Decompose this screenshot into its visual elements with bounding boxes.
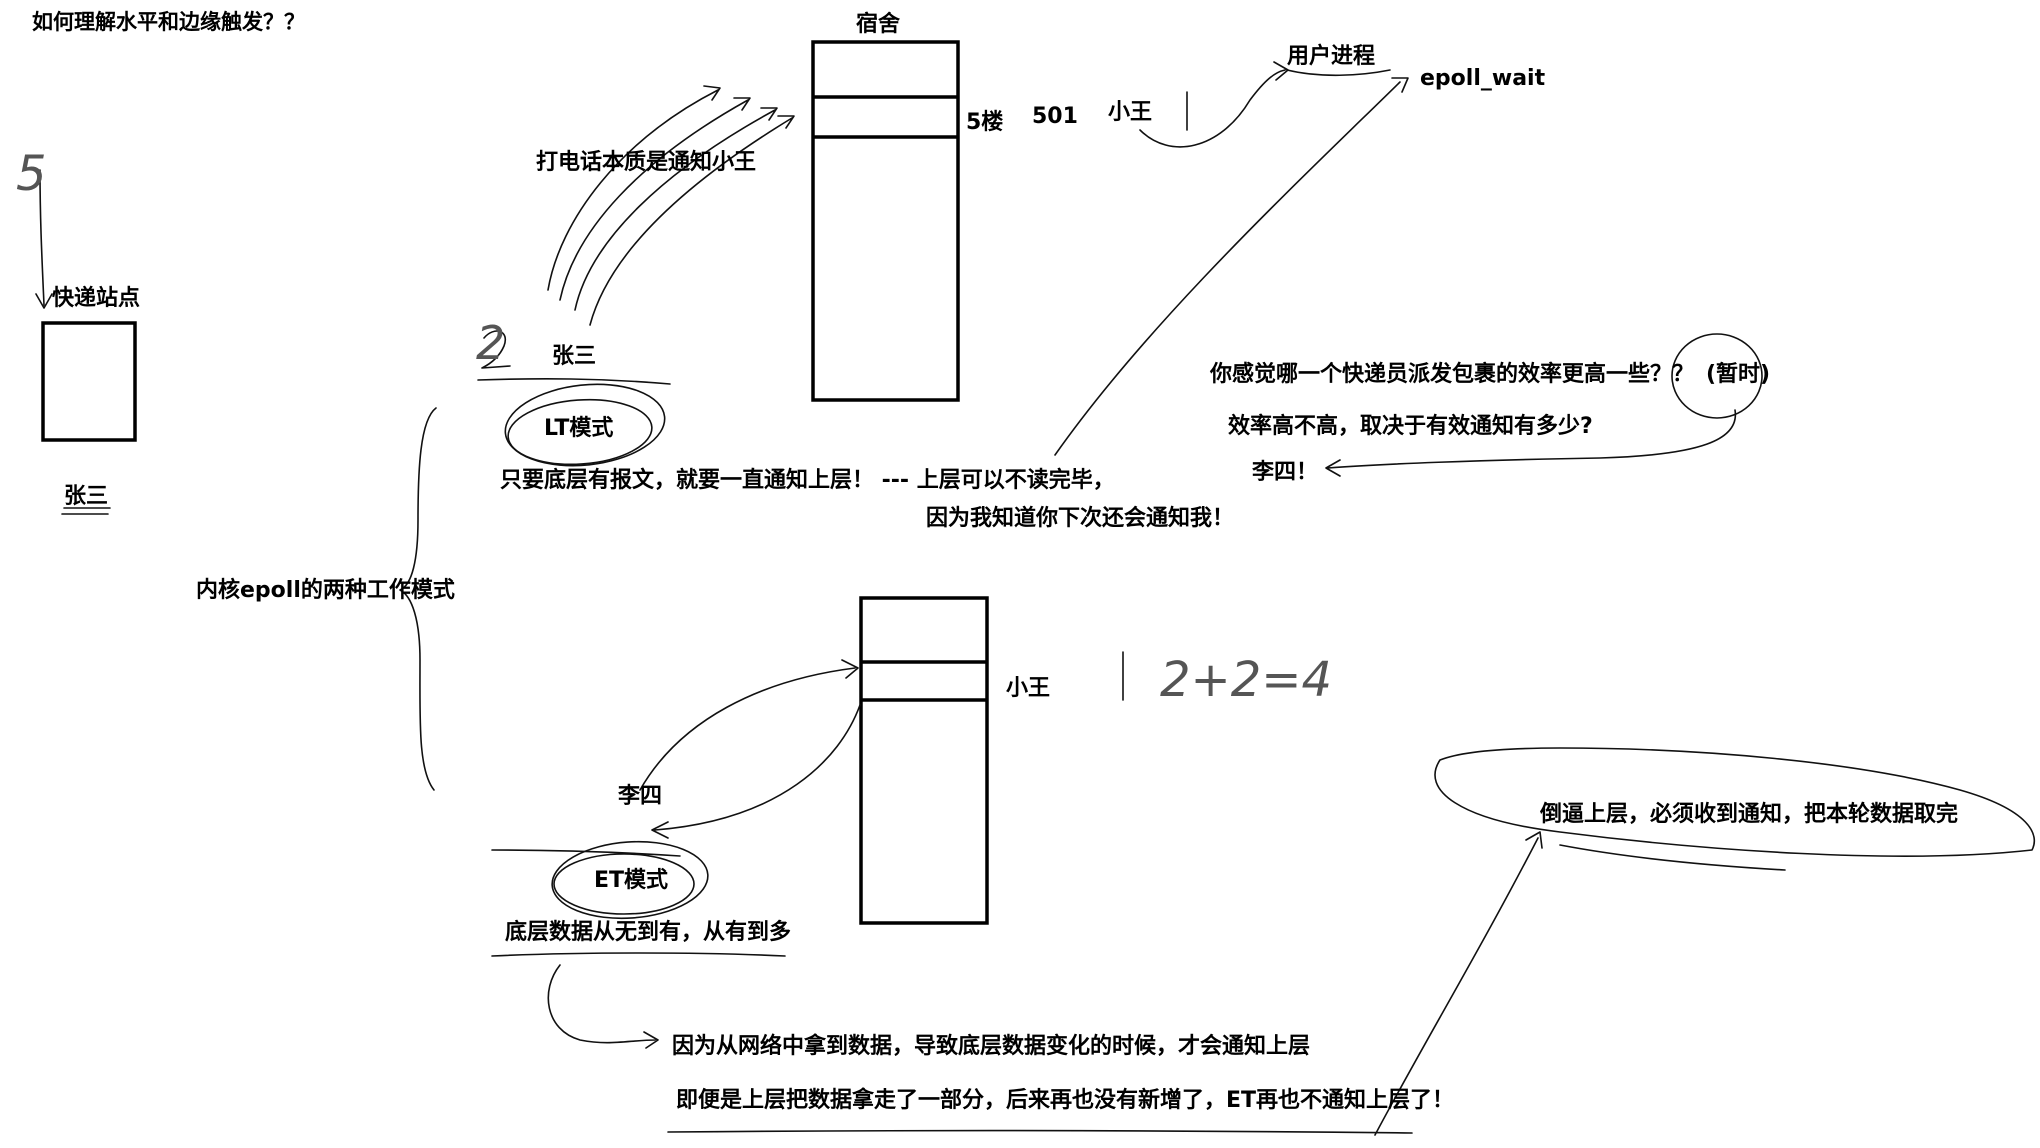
lt-description-2: 因为我知道你下次还会通知我！ (926, 506, 1235, 531)
dorm-floor-label: 5楼 (966, 110, 1004, 135)
five-arrow (35, 169, 53, 309)
five-hand-number: 5 (16, 146, 47, 202)
dorm-resident-upper: 小王 (1108, 100, 1153, 125)
et-desc-underline (491, 952, 786, 957)
dorm-building-lower (859, 596, 989, 925)
et-note-underline (667, 1129, 1413, 1134)
epoll-wait-label: epoll_wait (1420, 66, 1546, 91)
et-description: 底层数据从无到有，从有到多 (505, 920, 792, 945)
et-mode-label: ET模式 (594, 868, 669, 893)
answer-lisi: 李四！ (1252, 460, 1319, 485)
lt-description: 只要底层有报文，就要一直通知上层！ --- 上层可以不读完毕， (500, 468, 1115, 493)
question-paren-circle (1671, 333, 1763, 419)
station-person-underline (61, 507, 111, 515)
et-note-arrow (547, 964, 659, 1049)
et-note-1: 因为从网络中拿到数据，导致底层数据变化的时候，才会通知上层 (672, 1034, 1311, 1059)
call-arrow-2 (559, 97, 751, 301)
et-person-underline (491, 849, 681, 857)
two-hand-number: 2 (476, 316, 506, 370)
dorm-building-upper (811, 40, 960, 402)
lt-mode-label: LT模式 (544, 416, 614, 441)
lt-person-underline (477, 378, 671, 385)
dorm-label: 宿舍 (856, 12, 901, 37)
mode-brace (399, 407, 437, 791)
lt-person-label: 张三 (552, 344, 597, 369)
et-note-2: 即便是上层把数据拿走了一部分，后来再也没有新增了，ET再也不通知上层了！ (676, 1088, 1455, 1113)
courier-station-box (41, 321, 137, 442)
call-arrow-1 (547, 85, 721, 291)
epoll-wait-diagonal (1054, 77, 1409, 456)
question-text: 你感觉哪一个快递员派发包裹的效率更高一些？？ (1210, 362, 1695, 387)
dorm-to-lisi-arrow (651, 704, 861, 839)
lt-mode-circle (504, 383, 666, 467)
et-person-label: 李四 (618, 784, 663, 809)
forced-ellipse (1434, 747, 2036, 857)
diagram-title: 如何理解水平和边缘触发？？ (32, 10, 305, 34)
et-mode-circle (551, 840, 709, 920)
call-note-label: 打电话本质是通知小王 (536, 150, 757, 175)
epoll-modes-label: 内核epoll的两种工作模式 (196, 578, 455, 603)
hand-math: 2+2=4 (1160, 652, 1333, 708)
lisi-to-dorm-arrow (639, 659, 859, 791)
two-scribble (481, 330, 511, 369)
forced-label: 倒逼上层，必须收到通知，把本轮数据取完 (1540, 802, 1959, 827)
call-arrow-4 (589, 115, 795, 326)
dorm-resident-lower: 小王 (1006, 676, 1051, 701)
call-arrow-3 (574, 107, 778, 311)
user-process-label: 用户进程 (1287, 44, 1376, 69)
question-answer-arrow (1325, 409, 1737, 477)
xiaowang-to-process-arrow (1139, 61, 1289, 148)
answer-efficiency: 效率高不高，取决于有效通知有多少? (1228, 414, 1593, 439)
note-to-forced-arrow (1374, 831, 1543, 1136)
station-person-label: 张三 (64, 484, 109, 509)
question-paren: (暂时) (1706, 362, 1771, 387)
courier-station-label: 快递站点 (52, 286, 141, 311)
dorm-room-label: 501 (1032, 104, 1078, 129)
